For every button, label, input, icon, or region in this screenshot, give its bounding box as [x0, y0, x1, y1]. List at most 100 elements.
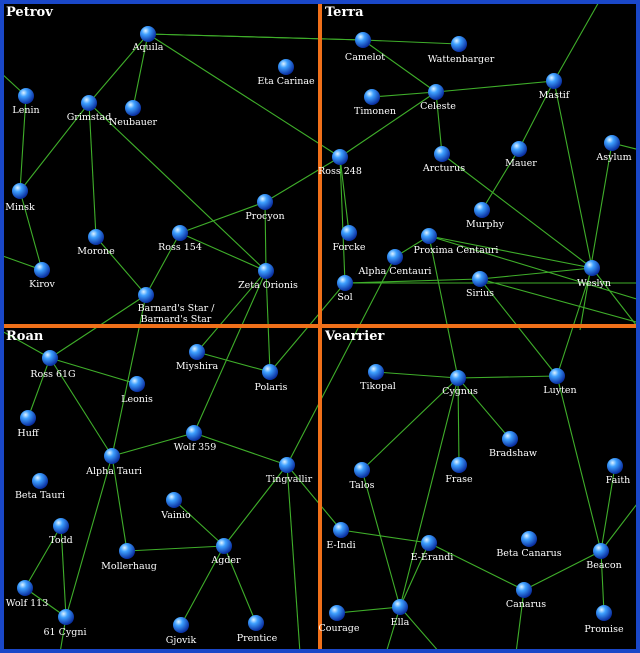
star-icon[interactable]: [502, 431, 518, 447]
star-canarus[interactable]: Canarus: [506, 582, 546, 610]
star-icon[interactable]: [355, 32, 371, 48]
star-mauer[interactable]: Mauer: [505, 141, 537, 169]
star-camelot[interactable]: Camelot: [345, 32, 385, 63]
star-mollerhaug[interactable]: Mollerhaug: [101, 543, 157, 572]
star-icon[interactable]: [173, 617, 189, 633]
star-forcke[interactable]: Forcke: [332, 225, 366, 253]
star-icon[interactable]: [332, 149, 348, 165]
star-icon[interactable]: [333, 522, 349, 538]
star-icon[interactable]: [17, 580, 33, 596]
star-bradshaw[interactable]: Bradshaw: [489, 431, 537, 459]
star-vainio[interactable]: Vainio: [160, 492, 191, 521]
star-wattenbarger[interactable]: Wattenbarger: [428, 36, 495, 65]
star-beta-tauri[interactable]: Beta Tauri: [15, 473, 65, 501]
star-icon[interactable]: [140, 26, 156, 42]
star-icon[interactable]: [119, 543, 135, 559]
star-morone[interactable]: Morone: [77, 229, 115, 257]
star-sol[interactable]: Sol: [337, 275, 353, 303]
star-ella[interactable]: Ella: [391, 599, 410, 628]
star-icon[interactable]: [88, 229, 104, 245]
star-todd[interactable]: Todd: [49, 518, 73, 546]
star-icon[interactable]: [516, 582, 532, 598]
star-icon[interactable]: [472, 271, 488, 287]
star-icon[interactable]: [421, 535, 437, 551]
star-lenin[interactable]: Lenin: [12, 88, 40, 116]
star-icon[interactable]: [474, 202, 490, 218]
star-icon[interactable]: [125, 100, 141, 116]
star-arcturus[interactable]: Arcturus: [422, 146, 465, 174]
star-icon[interactable]: [421, 228, 437, 244]
star-grimstad[interactable]: Grimstad: [67, 95, 112, 123]
star-icon[interactable]: [129, 376, 145, 392]
star-e-indi[interactable]: E-Indi: [326, 522, 356, 551]
star-zeta-orionis[interactable]: Zeta Orionis: [238, 263, 298, 291]
star-icon[interactable]: [341, 225, 357, 241]
star-icon[interactable]: [189, 344, 205, 360]
star-icon[interactable]: [337, 275, 353, 291]
star-beta-canarus[interactable]: Beta Canarus: [496, 531, 562, 559]
star-icon[interactable]: [521, 531, 537, 547]
star-weslyn[interactable]: Weslyn: [577, 260, 611, 289]
star-faith[interactable]: Faith: [606, 458, 631, 486]
star-procyon[interactable]: Procyon: [245, 194, 285, 222]
star-sirius[interactable]: Sirius: [466, 271, 494, 299]
star-asylum[interactable]: Asylum: [595, 135, 632, 163]
star-icon[interactable]: [584, 260, 600, 276]
star-icon[interactable]: [364, 89, 380, 105]
star-wolf113[interactable]: Wolf 113: [6, 580, 49, 609]
star-icon[interactable]: [368, 364, 384, 380]
star-polaris[interactable]: Polaris: [255, 364, 288, 393]
star-icon[interactable]: [18, 88, 34, 104]
star-tingvallir[interactable]: Tingvallir: [266, 457, 313, 485]
star-agder[interactable]: Agder: [210, 538, 241, 566]
star-cygnus[interactable]: Cygnus: [442, 370, 478, 397]
star-frase[interactable]: Frase: [445, 457, 473, 485]
star-icon[interactable]: [258, 263, 274, 279]
star-icon[interactable]: [593, 543, 609, 559]
star-leonis[interactable]: Leonis: [121, 376, 153, 405]
star-talos[interactable]: Talos: [350, 462, 375, 491]
star-icon[interactable]: [279, 457, 295, 473]
star-proxima[interactable]: Proxima Centauri: [414, 228, 499, 256]
star-icon[interactable]: [186, 425, 202, 441]
star-icon[interactable]: [20, 410, 36, 426]
star-neubauer[interactable]: Neubauer: [109, 100, 158, 128]
star-icon[interactable]: [607, 458, 623, 474]
star-aquila[interactable]: Aquila: [132, 26, 164, 53]
star-wolf359[interactable]: Wolf 359: [174, 425, 217, 453]
star-icon[interactable]: [546, 73, 562, 89]
star-icon[interactable]: [387, 249, 403, 265]
star-eta-carinae[interactable]: Eta Carinae: [257, 59, 315, 87]
star-icon[interactable]: [329, 605, 345, 621]
star-icon[interactable]: [42, 350, 58, 366]
star-tikopal[interactable]: Tikopal: [360, 364, 396, 392]
star-icon[interactable]: [216, 538, 232, 554]
star-61cygni[interactable]: 61 Cygni: [44, 609, 87, 638]
star-alpha-tauri[interactable]: Alpha Tauri: [85, 448, 142, 477]
star-icon[interactable]: [434, 146, 450, 162]
star-icon[interactable]: [549, 368, 565, 384]
star-icon[interactable]: [248, 615, 264, 631]
star-icon[interactable]: [451, 36, 467, 52]
star-gjovik[interactable]: Gjovik: [166, 617, 197, 646]
star-minsk[interactable]: Minsk: [5, 183, 35, 213]
star-icon[interactable]: [262, 364, 278, 380]
star-icon[interactable]: [354, 462, 370, 478]
star-ross61g[interactable]: Ross 61G: [30, 350, 76, 380]
star-icon[interactable]: [596, 605, 612, 621]
star-courage[interactable]: Courage: [318, 605, 360, 634]
star-icon[interactable]: [58, 609, 74, 625]
star-timonen[interactable]: Timonen: [354, 89, 396, 117]
star-icon[interactable]: [604, 135, 620, 151]
star-icon[interactable]: [511, 141, 527, 157]
star-murphy[interactable]: Murphy: [466, 202, 505, 230]
star-prentice[interactable]: Prentice: [237, 615, 278, 644]
star-icon[interactable]: [450, 370, 466, 386]
star-icon[interactable]: [278, 59, 294, 75]
star-icon[interactable]: [166, 492, 182, 508]
star-celeste[interactable]: Celeste: [420, 84, 456, 112]
star-e-erandi[interactable]: E-Erandi: [411, 535, 454, 563]
star-icon[interactable]: [392, 599, 408, 615]
star-icon[interactable]: [428, 84, 444, 100]
star-barnards[interactable]: Barnard's Star /Barnard's Star: [138, 287, 216, 325]
